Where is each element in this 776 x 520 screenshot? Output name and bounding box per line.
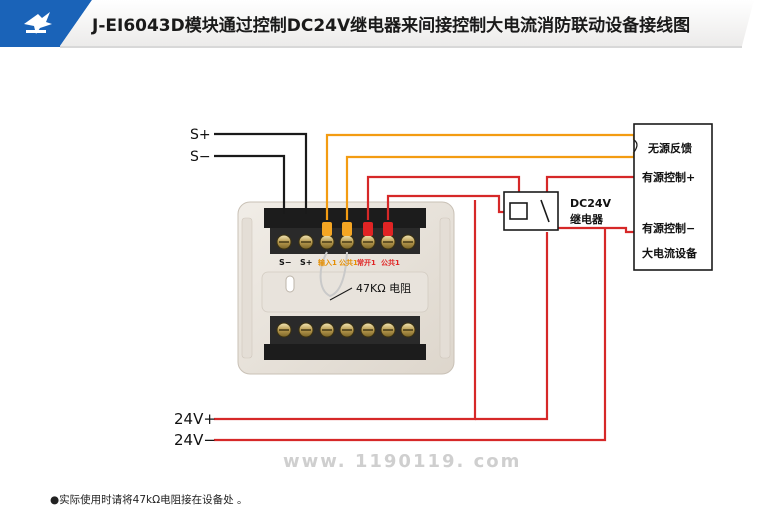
terminal-screw — [360, 322, 376, 338]
device-label-passive: 无源反馈 — [647, 141, 692, 155]
relay — [503, 191, 559, 231]
relay-coil-icon — [509, 202, 528, 220]
terminal-screw — [319, 322, 335, 338]
wires — [214, 132, 636, 442]
wire-red-com1 — [386, 194, 510, 220]
passive-contact-icon — [633, 139, 638, 153]
term-label-com1b: 公共1 — [381, 258, 400, 267]
wire-red-active-plus — [545, 175, 634, 196]
relay-box — [503, 191, 559, 231]
relay-contact-icon — [540, 199, 550, 223]
terminal-screw — [339, 322, 355, 338]
terminal-screw — [339, 234, 355, 250]
relay-label-2: 继电器 — [570, 212, 604, 226]
terminal-screw — [380, 234, 396, 250]
terminal-screw — [360, 234, 376, 250]
header-title-bar — [60, 0, 754, 46]
term-label-s-plus: S+ — [300, 258, 312, 267]
device-label-name: 大电流设备 — [642, 246, 698, 260]
page-title: J-EI6043D模块通过控制DC24V继电器来间接控制大电流消防联动设备接线图 — [91, 15, 690, 36]
term-label-com1a: 公共1 — [339, 258, 358, 267]
label-24v-plus: 24V+ — [174, 410, 216, 428]
wire-24v-minus — [214, 228, 607, 442]
device-label-active-plus: 有源控制+ — [642, 170, 695, 184]
relay-label-1: DC24V — [570, 197, 612, 210]
terminal-screw — [298, 234, 314, 250]
wire-24v-plus-relay — [475, 232, 549, 421]
device-label-active-minus: 有源控制− — [642, 221, 695, 235]
label-24v-minus: 24V− — [174, 431, 216, 449]
terminal-caps — [322, 222, 393, 236]
module-body — [237, 201, 455, 375]
wire-s-plus — [214, 132, 308, 214]
term-label-in1: 输入1 — [318, 258, 337, 267]
terminal-screw — [319, 234, 335, 250]
terminal-screw — [276, 234, 292, 250]
terminal-screw — [298, 322, 314, 338]
resistor-pointer — [329, 287, 353, 301]
logo-icon — [24, 12, 52, 34]
wire-red-no1 — [366, 175, 521, 220]
terminal-screw — [276, 322, 292, 338]
bottom-screws — [276, 322, 416, 338]
resistor-label: 47KΩ 电阻 — [356, 282, 411, 295]
resistor-wire — [319, 251, 348, 298]
wire-red-active-minus — [556, 226, 634, 234]
label-s-plus: S+ — [190, 127, 211, 143]
terminal-screw — [400, 234, 416, 250]
terminal-screw — [380, 322, 396, 338]
terminal-screw — [400, 322, 416, 338]
header-banner: J-EI6043D模块通过控制DC24V继电器来间接控制大电流消防联动设备接线图 — [0, 0, 754, 48]
term-label-s-minus: S− — [279, 258, 291, 267]
footnote: ●实际使用时请将47kΩ电阻接在设备处 。 — [50, 493, 247, 506]
watermark: www. 1190119. com — [283, 451, 521, 472]
term-label-no1: 常开1 — [357, 258, 376, 267]
label-s-minus: S− — [190, 149, 211, 165]
wire-s-minus — [214, 154, 286, 214]
device-box — [633, 123, 713, 271]
